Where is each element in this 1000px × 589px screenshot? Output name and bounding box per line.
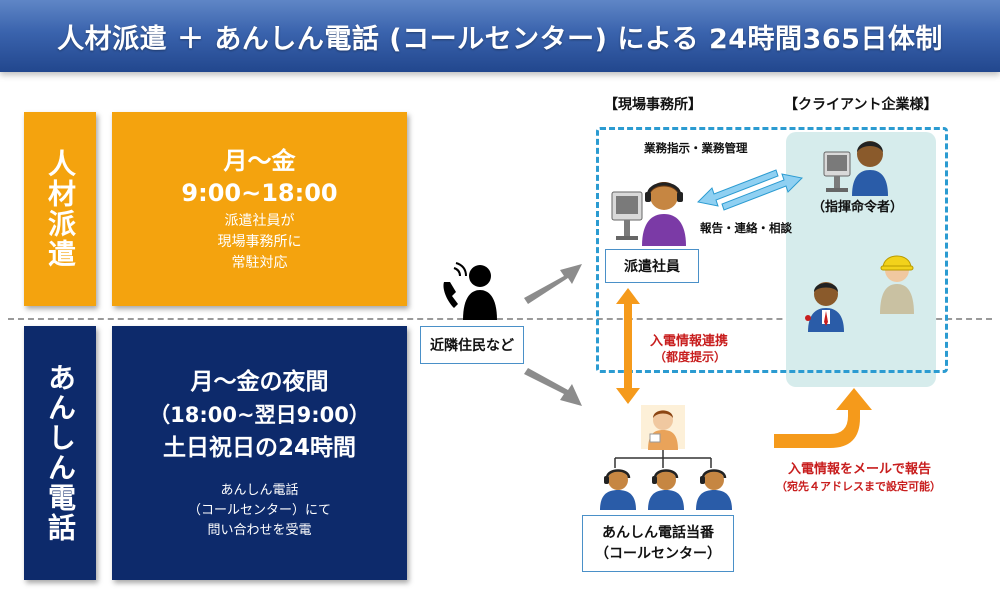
caller-arrows — [524, 264, 582, 406]
arrow-to-callcenter — [524, 368, 582, 406]
haken-desc-3: 常駐対応 — [231, 254, 288, 271]
operator-icon — [692, 466, 736, 510]
call-info-sub-label: （都度提示） — [654, 350, 727, 364]
site-office-heading: 【現場事務所】 — [604, 97, 702, 113]
caller-label: 近隣住民など — [430, 338, 514, 354]
anshin-line-1: 月～金の夜間 — [190, 368, 329, 395]
instruction-report-arrows — [696, 169, 804, 211]
operator-icon — [644, 466, 688, 510]
operator-icon — [596, 466, 640, 510]
callcenter-box: あんしん電話当番 （コールセンター） — [582, 515, 734, 572]
client-manager-icon — [800, 278, 848, 332]
anshin-desc-3: 問い合わせを受電 — [207, 522, 312, 538]
haken-desc-2: 現場事務所に — [217, 233, 302, 250]
caller-label-box: 近隣住民など — [420, 326, 524, 364]
call-info-arrow — [616, 288, 640, 404]
dispatch-staff-label: 派遣社員 — [624, 259, 680, 275]
supervisor-icon — [640, 404, 686, 450]
instructions-arrow — [696, 169, 779, 207]
anshin-label-panel: あんしん電話 — [24, 326, 96, 580]
instructions-label: 業務指示・業務管理 — [644, 141, 748, 155]
haken-label-panel: 人材派遣 — [24, 112, 96, 306]
email-report-arrow — [774, 388, 872, 448]
reports-arrow — [721, 173, 804, 211]
haken-desc-1: 派遣社員が — [224, 212, 295, 229]
email-report-sub-label: （宛先４アドレスまで設定可能） — [776, 480, 941, 493]
anshin-desc-2: （コールセンター）にて — [187, 502, 331, 518]
email-report-label: 入電情報をメールで報告 — [788, 462, 932, 477]
callcenter-label-2: （コールセンター） — [595, 545, 721, 562]
anshin-line-3: 土日祝日の24時間 — [162, 434, 356, 461]
org-tree-lines — [614, 450, 712, 468]
page-title: 人材派遣 ＋ あんしん電話 (コールセンター) による 24時間365日体制 — [57, 23, 943, 55]
caller-phone-icon — [438, 260, 508, 320]
title-banner: 人材派遣 ＋ あんしん電話 (コールセンター) による 24時間365日体制 — [0, 0, 1000, 72]
commander-label: （指揮命令者） — [812, 200, 904, 215]
anshin-info-panel: 月～金の夜間 （18:00~翌日9:00） 土日祝日の24時間 あんしん電話 （… — [112, 326, 407, 580]
haken-info-panel: 月～金 9:00~18:00 派遣社員が 現場事務所に 常駐対応 — [112, 112, 407, 306]
client-heading: 【クライアント企業様】 — [784, 97, 938, 113]
arrow-to-site-office — [524, 264, 582, 304]
haken-label: 人材派遣 — [44, 149, 77, 269]
section-divider — [8, 318, 992, 320]
anshin-label: あんしん電話 — [44, 363, 77, 543]
call-info-label: 入電情報連携 — [650, 334, 729, 349]
callcenter-label-1: あんしん電話当番 — [602, 524, 714, 541]
dispatch-staff-icon — [610, 170, 690, 246]
dispatch-staff-box: 派遣社員 — [605, 249, 699, 283]
commander-icon — [822, 132, 892, 196]
construction-worker-icon — [872, 248, 922, 314]
site-office-frame — [596, 127, 948, 373]
haken-days: 月～金 — [223, 146, 296, 175]
haken-hours: 9:00~18:00 — [181, 178, 338, 207]
anshin-desc-1: あんしん電話 — [220, 482, 299, 498]
anshin-line-2: （18:00~翌日9:00） — [149, 402, 370, 427]
reports-label: 報告・連絡・相談 — [700, 221, 792, 235]
